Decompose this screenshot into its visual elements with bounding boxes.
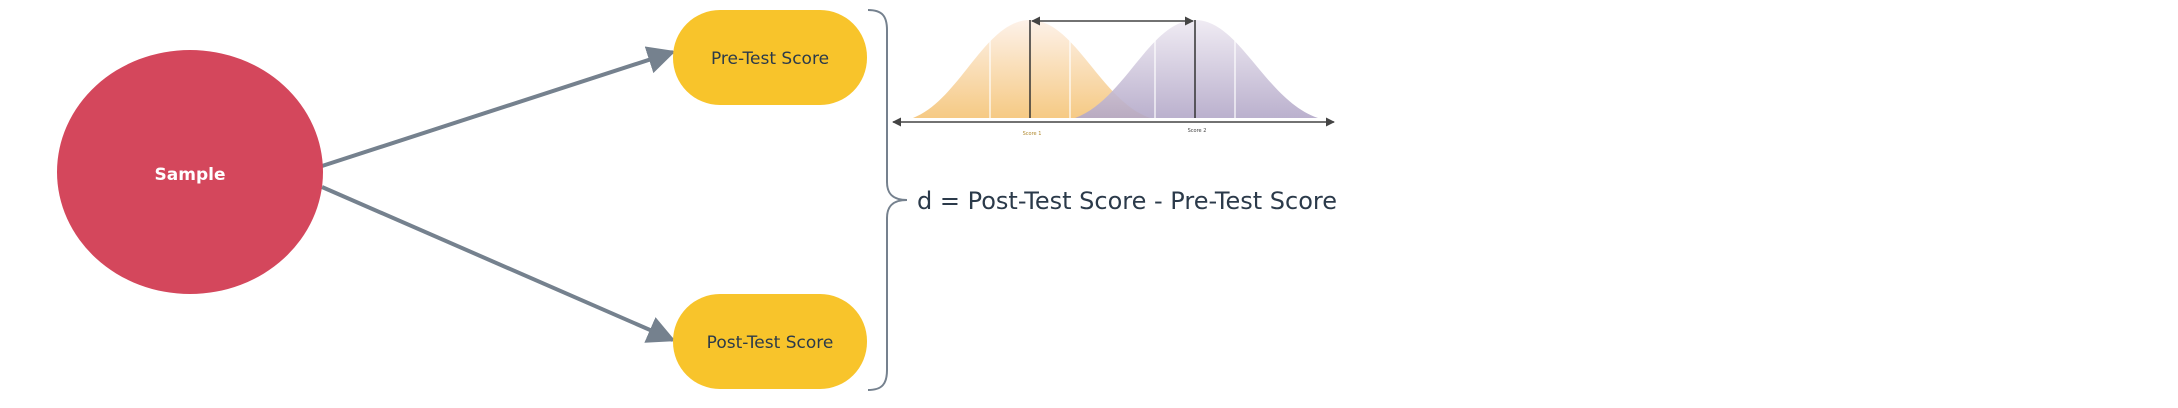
arrow-sample-to-post-test	[321, 185, 676, 343]
sample-node[interactable]: Sample	[57, 50, 323, 294]
left-distribution-curve	[913, 20, 1150, 118]
curly-brace	[867, 9, 908, 391]
distribution-illustration: Score 1 Score 2	[892, 16, 1335, 137]
arrow-sample-to-pre-test	[321, 46, 676, 168]
sample-node-label: Sample	[155, 165, 226, 185]
left-distribution-label: Score 1	[1023, 131, 1042, 137]
pre-test-score-label: Pre-Test Score	[711, 49, 829, 69]
post-test-score-node[interactable]: Post-Test Score	[673, 294, 867, 389]
pre-test-score-node[interactable]: Pre-Test Score	[673, 10, 867, 105]
right-distribution-curve	[1075, 20, 1318, 118]
difference-formula: d = Post-Test Score - Pre-Test Score	[917, 187, 1337, 215]
right-distribution-label: Score 2	[1188, 128, 1207, 134]
post-test-score-label: Post-Test Score	[707, 333, 834, 353]
